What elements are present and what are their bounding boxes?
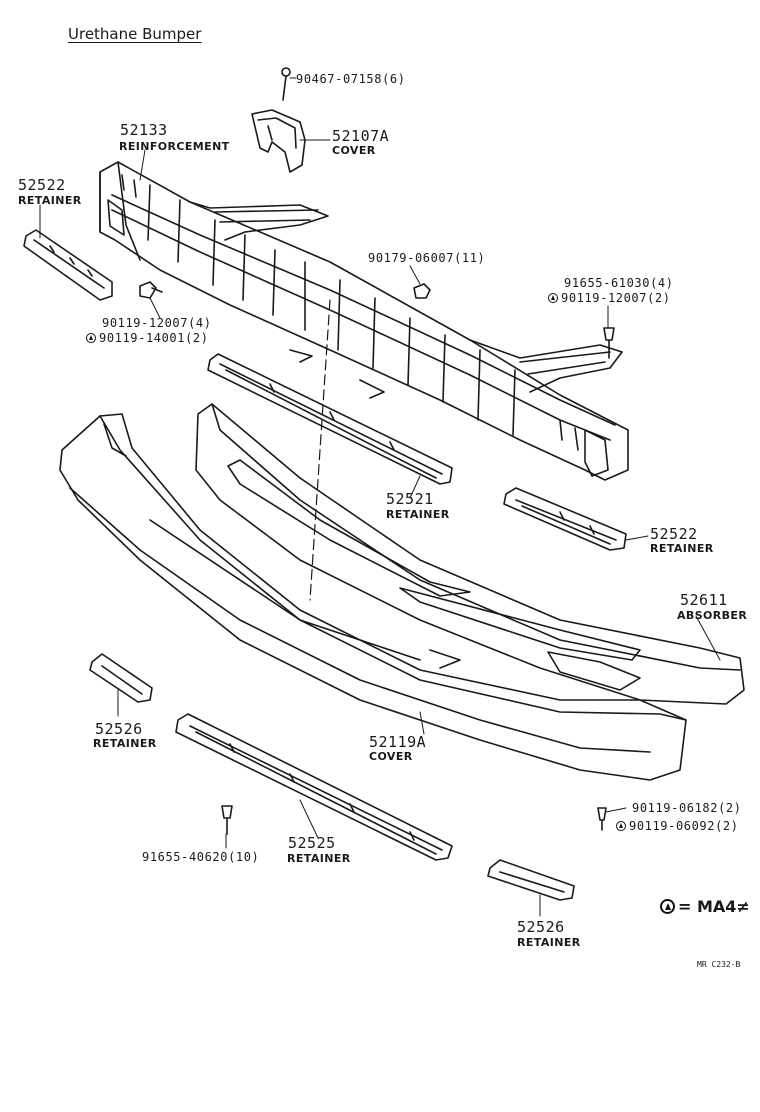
cover-52119a-drawing bbox=[59, 413, 687, 781]
reinforcement-52133-drawing bbox=[99, 161, 629, 481]
installation-centerline bbox=[309, 299, 331, 601]
part-number-91655-40620: 91655-40620(10) bbox=[142, 850, 260, 864]
part-number-90179: 90179-06007(11) bbox=[368, 251, 486, 265]
part-number-52521: 52521 bbox=[386, 490, 434, 508]
leader-lines bbox=[39, 77, 721, 917]
part-number-52611: 52611 bbox=[680, 591, 728, 609]
part-number-52522-left: 52522 bbox=[18, 176, 66, 194]
part-number-52119a: 52119A bbox=[369, 733, 427, 751]
part-number-90119-12007-right: 90119-12007(2) bbox=[548, 292, 671, 304]
legend: = MA4≠ bbox=[660, 899, 750, 915]
ma4-marker-icon bbox=[548, 293, 558, 303]
part-number-52525: 52525 bbox=[288, 834, 336, 852]
nut-90179-drawing bbox=[413, 283, 431, 299]
part-number-90467: 90467-07158(6) bbox=[296, 72, 406, 86]
part-number-90119-14001: 90119-14001(2) bbox=[86, 332, 209, 344]
part-number-52107a: 52107A bbox=[332, 127, 390, 145]
part-name-cover: COVER bbox=[332, 144, 376, 157]
cover-52107a-drawing bbox=[251, 109, 306, 173]
part-name-reinforcement: REINFORCEMENT bbox=[119, 140, 230, 153]
part-number-91655-61030: 91655-61030(4) bbox=[564, 276, 674, 290]
part-number-90119-06092: 90119-06092(2) bbox=[616, 820, 739, 832]
part-number-text: 90119-14001(2) bbox=[99, 331, 209, 345]
retainer-52526-right-drawing bbox=[487, 859, 575, 901]
retainer-52525-drawing bbox=[175, 713, 453, 861]
part-name-retainer-52525: RETAINER bbox=[287, 852, 351, 865]
part-number-90119-06182: 90119-06182(2) bbox=[632, 801, 742, 815]
retainer-52522-left-drawing bbox=[23, 229, 113, 301]
bolt-91655-61030-drawing bbox=[603, 327, 615, 359]
screw-90467-drawing bbox=[281, 67, 291, 101]
ma4-marker-icon bbox=[616, 821, 626, 831]
part-number-text: 90119-06092(2) bbox=[629, 819, 739, 833]
part-number-52526-left: 52526 bbox=[95, 720, 143, 738]
retainer-52521-drawing bbox=[207, 353, 453, 485]
retainer-52526-left-drawing bbox=[89, 653, 153, 703]
part-number-90119-12007-left: 90119-12007(4) bbox=[102, 316, 212, 330]
part-name-retainer-52526-right: RETAINER bbox=[517, 936, 581, 949]
part-number-52522-right: 52522 bbox=[650, 525, 698, 543]
part-number-text: 90119-12007(2) bbox=[561, 291, 671, 305]
part-name-absorber: ABSORBER bbox=[677, 609, 748, 622]
retainer-52522-right-drawing bbox=[503, 487, 627, 551]
ma4-marker-icon bbox=[86, 333, 96, 343]
legend-text: = MA4≠ bbox=[678, 897, 750, 916]
part-name-retainer-52522-right: RETAINER bbox=[650, 542, 714, 555]
absorber-52611-drawing bbox=[195, 403, 745, 705]
bolt-91655-40620-drawing bbox=[221, 805, 233, 835]
part-name-cover-52119a: COVER bbox=[369, 750, 413, 763]
bolt-90119-06182-drawing bbox=[597, 807, 607, 831]
bolt-90119-12007-left-drawing bbox=[139, 281, 163, 299]
part-name-retainer-52522-left: RETAINER bbox=[18, 194, 82, 207]
part-name-retainer-52521: RETAINER bbox=[386, 508, 450, 521]
part-number-52526-right: 52526 bbox=[517, 918, 565, 936]
drawing-code: MR C232-B bbox=[697, 960, 741, 969]
ma4-marker-icon bbox=[660, 899, 675, 914]
part-name-retainer-52526-left: RETAINER bbox=[93, 737, 157, 750]
page-title: Urethane Bumper bbox=[68, 25, 202, 43]
part-number-52133: 52133 bbox=[120, 121, 168, 139]
